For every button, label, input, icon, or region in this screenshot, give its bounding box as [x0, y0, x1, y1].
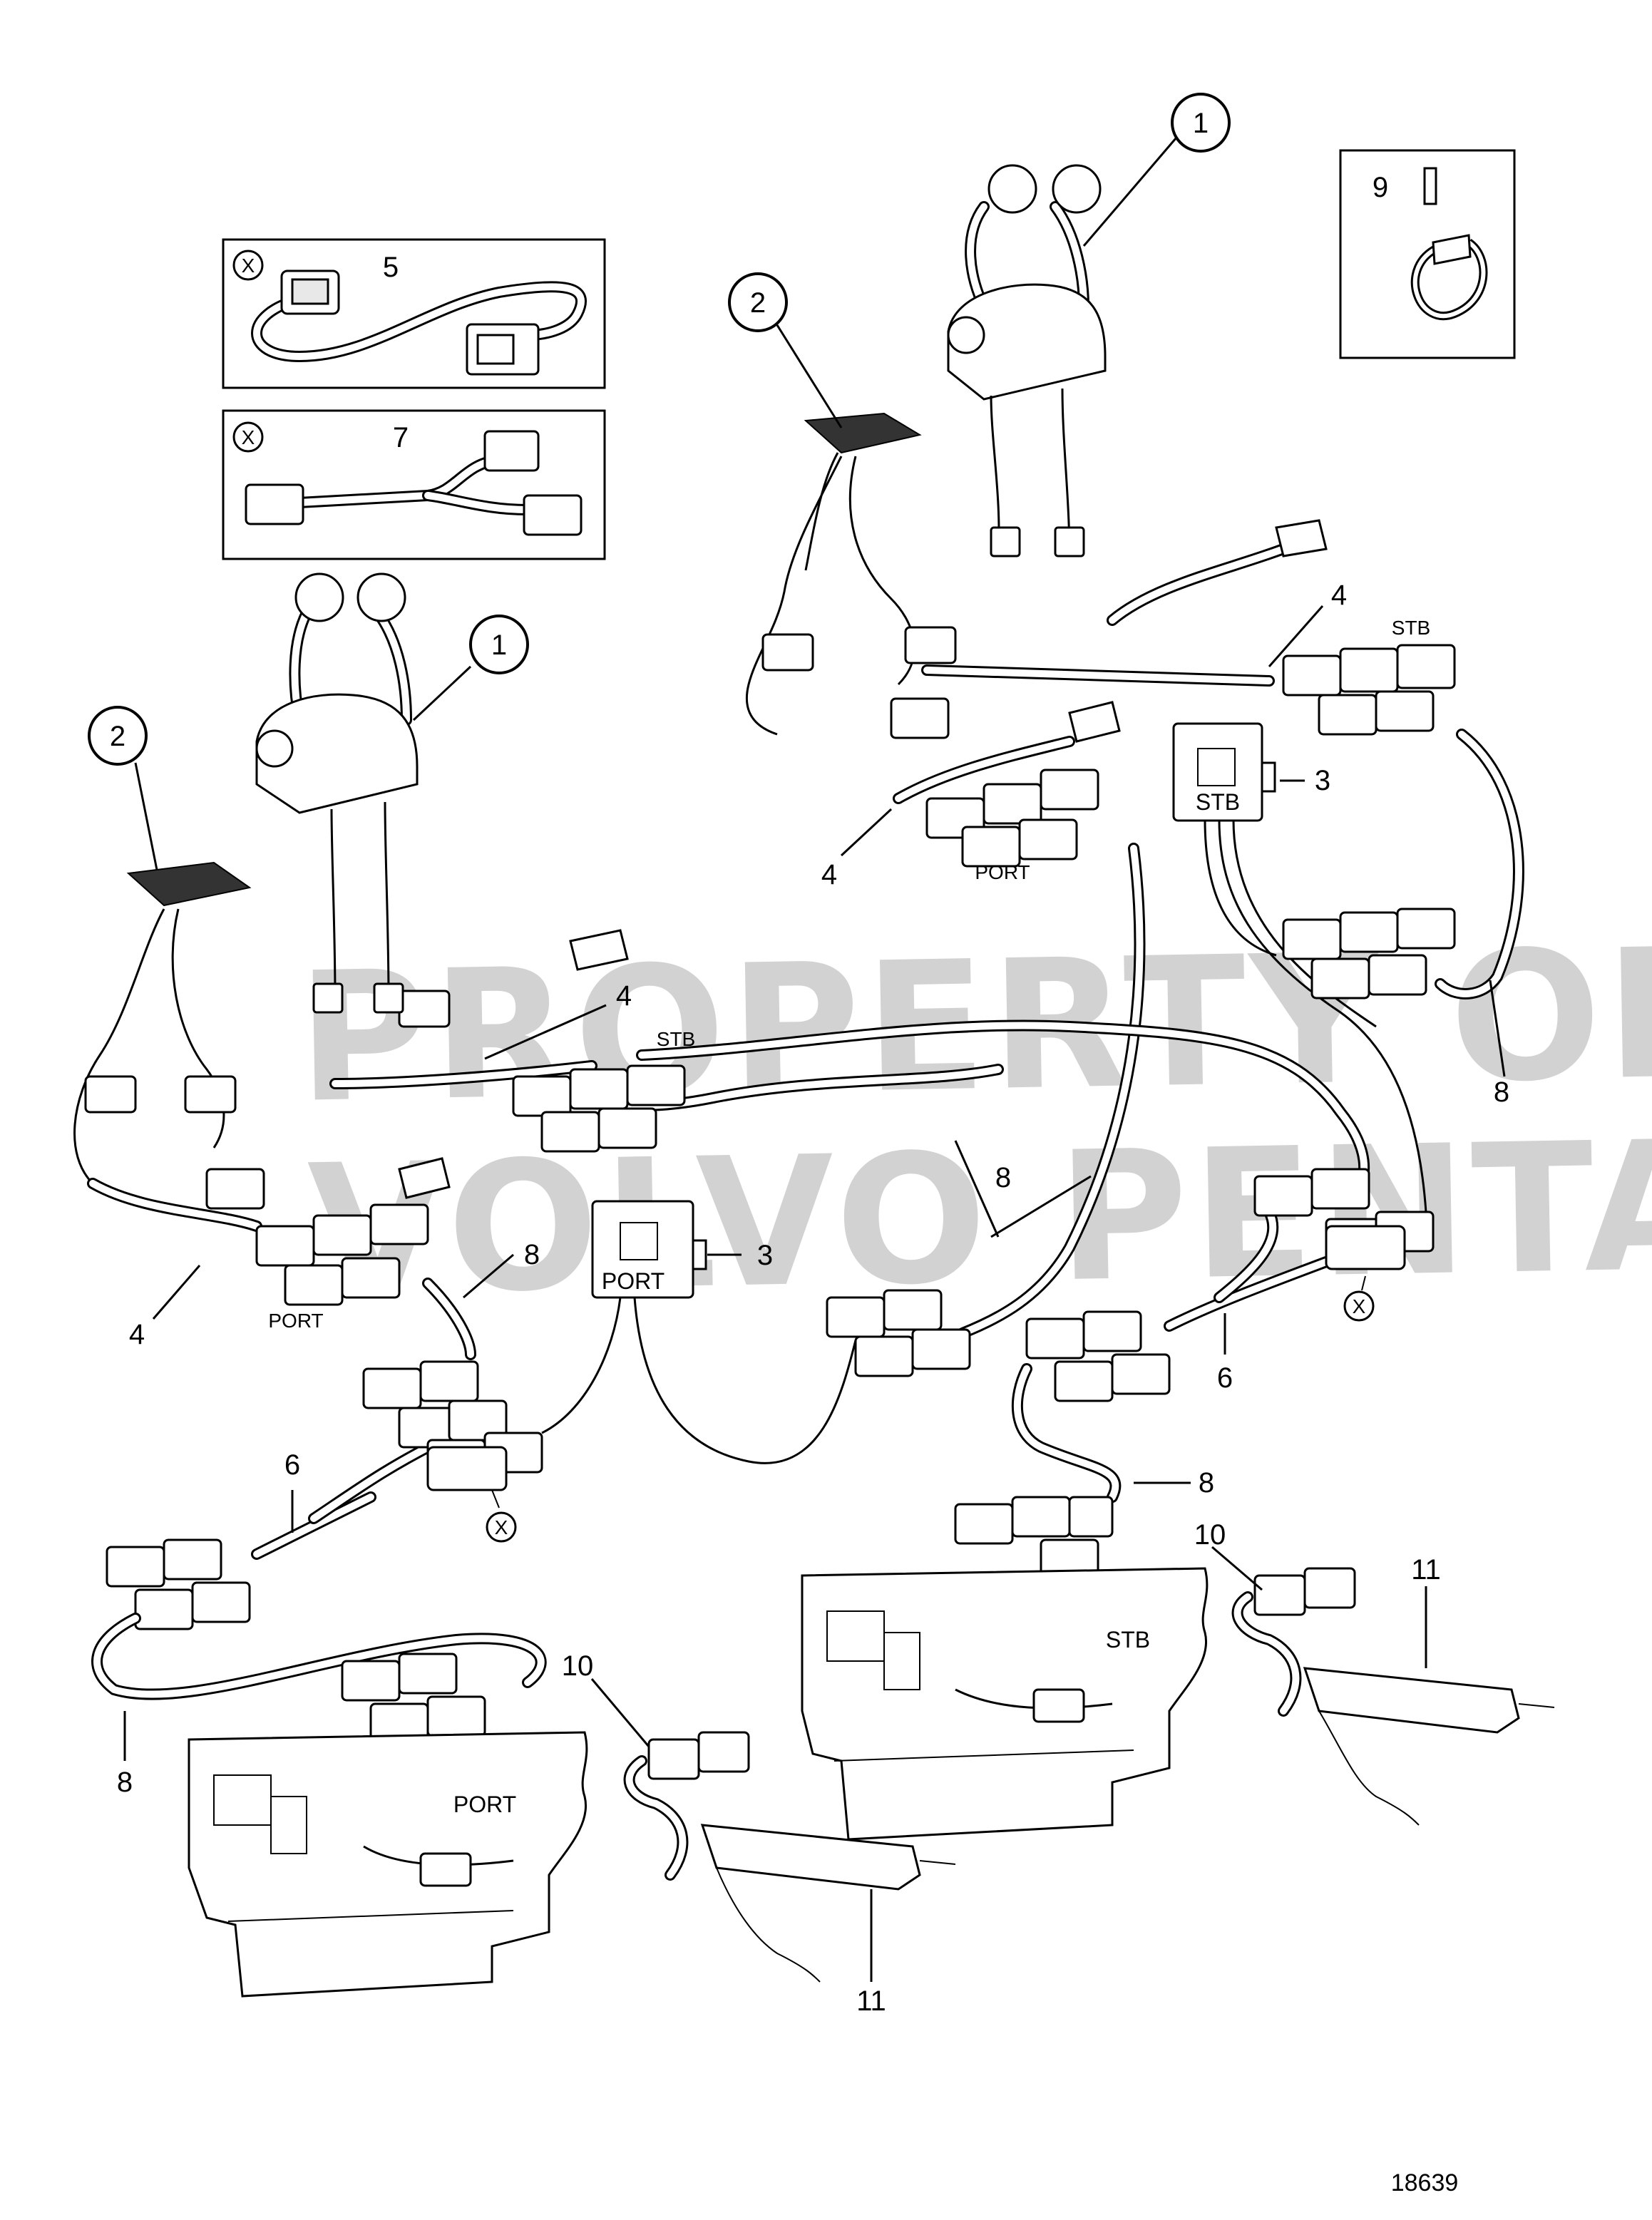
callout-9: 9 [1373, 172, 1388, 203]
svg-text:2: 2 [110, 721, 125, 752]
callout-8-upper-right: 8 [1494, 1076, 1509, 1108]
inset-5-x-mark: X [242, 255, 255, 277]
connector-cluster-mid-center [826, 1289, 971, 1377]
callout-6-stb: 6 [1217, 1362, 1233, 1394]
engine-cable-stb [1231, 1567, 1356, 1717]
svg-text:2: 2 [750, 287, 766, 319]
callout-5: 5 [383, 252, 399, 283]
callout-8-middle: 8 [995, 1162, 1011, 1193]
callout-2-lower: 2 [88, 706, 158, 870]
switch-panel-upper [745, 412, 922, 736]
control-lever-lower [255, 572, 419, 999]
callout-1-upper: 1 [1082, 93, 1231, 247]
connector-cluster-stb-lower [512, 1064, 686, 1153]
control-lever-upper [947, 164, 1107, 557]
side-tags: STB PORT STB PORT [268, 617, 1430, 1332]
engine-stb-label: STB [1106, 1627, 1150, 1653]
tag-port-upper: PORT [975, 861, 1030, 883]
callout-4-lower-a: 4 [616, 980, 632, 1012]
connector-cluster-stb-mid [1282, 908, 1456, 999]
inset-adapter-cable: X 5 [222, 238, 606, 389]
tag-port-lower: PORT [268, 1310, 323, 1332]
figure-number: 18639 [1391, 2169, 1459, 2196]
harness-lower [84, 929, 1370, 1360]
callout-numbers: 4 4 4 4 3 3 8 8 8 8 8 6 6 10 10 11 11 [117, 580, 1509, 2017]
x-connector-stb-mark: X [1353, 1295, 1366, 1317]
x-connector-stb: X [1325, 1225, 1406, 1322]
x-connector-port-mark: X [495, 1516, 508, 1538]
inset-clamp: 9 [1339, 149, 1516, 359]
callout-11-port: 11 [856, 1985, 886, 2017]
y-cable-port [106, 1360, 543, 1630]
box-stb-label: STB [1196, 789, 1240, 815]
callout-10-port: 10 [562, 1650, 594, 1682]
box-port-label: PORT [602, 1268, 665, 1294]
inset-y-cable: X 7 [222, 409, 606, 560]
watermark-line-2: VOLVO PENTA [307, 1102, 1652, 1335]
callout-10-stb: 10 [1194, 1519, 1226, 1551]
inset-7-x-mark: X [242, 426, 255, 448]
connector-cluster-stb-upper [1282, 644, 1456, 736]
callout-8-port-a: 8 [524, 1239, 540, 1270]
callout-3-port: 3 [757, 1240, 773, 1271]
engine-port: PORT [188, 1731, 588, 1998]
svg-text:1: 1 [1193, 108, 1209, 139]
engine-stb: STB [801, 1567, 1209, 1841]
actuator-port [700, 1824, 956, 1983]
callout-4-upper-b: 4 [821, 859, 837, 890]
callout-6-port: 6 [284, 1449, 300, 1481]
leader-lines [123, 605, 1506, 1982]
harness-upper [761, 519, 1524, 1339]
actuator-stb [1303, 1667, 1555, 1826]
control-unit-port-box: PORT [541, 1200, 857, 1464]
engine-cable-port [623, 1731, 750, 1881]
connector-cluster-port-lower [205, 1168, 429, 1306]
callout-7: 7 [393, 422, 409, 453]
callout-8-stb-bottom: 8 [1199, 1467, 1214, 1499]
control-unit-stb-box: STB [1172, 722, 1427, 1213]
callout-4-upper-a: 4 [1331, 580, 1347, 611]
engine-port-label: PORT [453, 1792, 516, 1817]
tag-stb-lower: STB [657, 1028, 695, 1050]
callout-4-lower-b: 4 [129, 1319, 145, 1350]
callout-1-lower: 1 [412, 615, 529, 721]
x-connector-port: X [426, 1446, 517, 1543]
connector-cluster-port-upper [890, 697, 1099, 868]
tag-stb-upper: STB [1392, 617, 1430, 639]
callout-8-port-bottom: 8 [117, 1767, 133, 1798]
svg-text:1: 1 [491, 629, 507, 661]
switch-panel-lower [73, 861, 252, 1185]
callout-2-upper: 2 [728, 272, 843, 428]
callout-3-stb: 3 [1315, 765, 1330, 796]
callout-11-stb: 11 [1411, 1554, 1441, 1586]
watermark: PROPERTY OF VOLVO PENTA [296, 910, 1652, 1335]
extension-cables [91, 1363, 1122, 1744]
